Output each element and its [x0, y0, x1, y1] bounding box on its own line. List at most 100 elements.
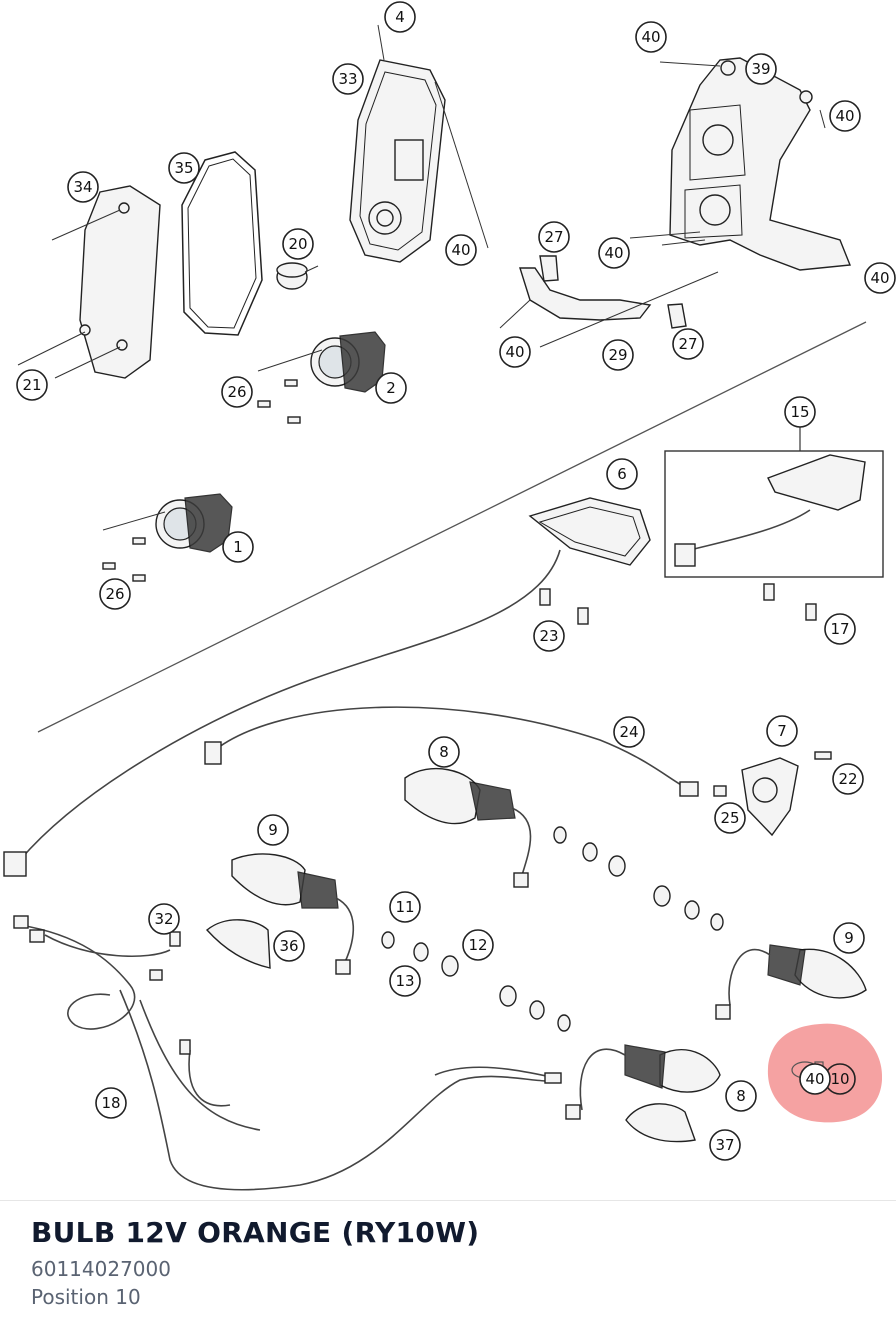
callout-23: 23	[533, 620, 565, 652]
callout-8: 8	[428, 736, 460, 768]
callout-13: 13	[389, 965, 421, 997]
callout-label: 8	[439, 743, 449, 761]
callout-label: 7	[777, 722, 787, 740]
callout-22: 22	[832, 763, 864, 795]
part-position: Position 10	[31, 1285, 141, 1309]
led-headlight-module-upper	[257, 331, 386, 424]
callout-label: 40	[451, 241, 470, 259]
callout-label: 6	[617, 465, 627, 483]
gasket-part	[181, 151, 263, 336]
callout-label: 12	[468, 936, 487, 954]
callout-39: 39	[745, 53, 777, 85]
diagram-divider-line	[37, 321, 867, 733]
adjuster-knob-part	[276, 262, 319, 290]
callout-26: 26	[221, 376, 253, 408]
indicator-lens-part	[205, 919, 271, 969]
part-info-panel	[0, 1200, 896, 1336]
indicator-lens-lower-part	[625, 1103, 696, 1143]
callout-20: 20	[282, 228, 314, 260]
callout-1: 1	[222, 531, 254, 563]
callout-21: 21	[16, 369, 48, 401]
callout-label: 13	[395, 972, 414, 990]
lens-cover-part	[17, 185, 161, 379]
callout-label: 40	[505, 343, 524, 361]
callout-12: 12	[462, 929, 494, 961]
license-plate-light-inset	[664, 425, 884, 578]
callout-40: 40	[635, 21, 667, 53]
callout-40: 40	[445, 234, 477, 266]
callout-label: 15	[790, 403, 809, 421]
callout-7: 7	[766, 715, 798, 747]
callout-9: 9	[833, 922, 865, 954]
callout-18: 18	[95, 1087, 127, 1119]
callout-label: 36	[279, 937, 298, 955]
part-number: 60114027000	[31, 1257, 171, 1281]
headlight-housing-part	[349, 24, 489, 263]
callout-40: 40	[499, 336, 531, 368]
callout-8: 8	[725, 1080, 757, 1112]
callout-label: 4	[395, 8, 405, 26]
callout-label: 27	[544, 228, 563, 246]
callout-label: 34	[73, 178, 92, 196]
callout-label: 40	[805, 1070, 824, 1088]
callout-33: 33	[332, 63, 364, 95]
callout-34: 34	[67, 171, 99, 203]
part-title: BULB 12V ORANGE (RY10W)	[31, 1216, 480, 1249]
callout-11: 11	[389, 891, 421, 923]
sensor-cable-part	[204, 706, 699, 797]
screws-part	[539, 583, 817, 625]
callout-17: 17	[824, 613, 856, 645]
callout-15: 15	[784, 396, 816, 428]
callout-label: 1	[233, 538, 243, 556]
callout-29: 29	[602, 339, 634, 371]
callout-label: 39	[751, 60, 770, 78]
callout-36: 36	[273, 930, 305, 962]
callout-label: 25	[720, 809, 739, 827]
turn-indicator-front-right	[565, 1044, 721, 1120]
callout-40: 40	[864, 262, 896, 294]
callout-26: 26	[99, 578, 131, 610]
callout-40: 40	[799, 1063, 831, 1095]
callout-label: 22	[838, 770, 857, 788]
callout-label: 32	[154, 910, 173, 928]
led-headlight-module-lower	[102, 493, 233, 582]
callout-6: 6	[606, 458, 638, 490]
callout-40: 40	[598, 237, 630, 269]
callout-label: 9	[268, 821, 278, 839]
callout-label: 8	[736, 1087, 746, 1105]
callout-label: 9	[844, 929, 854, 947]
callout-label: 21	[22, 376, 41, 394]
callout-label: 27	[678, 335, 697, 353]
wiring-harness-part	[13, 915, 562, 1191]
callout-label: 35	[174, 159, 193, 177]
callout-32: 32	[148, 903, 180, 935]
callout-24: 24	[613, 716, 645, 748]
callout-label: 26	[227, 383, 246, 401]
callout-label: 40	[641, 28, 660, 46]
callout-label: 40	[870, 269, 889, 287]
callout-label: 40	[604, 244, 623, 262]
turn-indicator-rear-right	[715, 944, 867, 1020]
turn-indicator-rear-left	[231, 853, 355, 975]
headlight-frame-bracket-part	[659, 57, 851, 271]
callout-label: 10	[830, 1070, 849, 1088]
tail-light-part	[3, 497, 651, 877]
sensor-holder-part	[713, 751, 832, 837]
callout-4: 4	[384, 1, 416, 33]
callout-27: 27	[672, 328, 704, 360]
callout-label: 40	[835, 107, 854, 125]
washers-nuts-group	[381, 826, 724, 1032]
callout-35: 35	[168, 152, 200, 184]
callout-label: 11	[395, 898, 414, 916]
callout-27: 27	[538, 221, 570, 253]
callout-label: 24	[619, 723, 638, 741]
mounting-bracket-part	[499, 231, 719, 348]
callout-labels: 1246788991011121315171820212223242526262…	[16, 1, 896, 1161]
callout-label: 2	[386, 379, 396, 397]
callout-label: 23	[539, 627, 558, 645]
callout-label: 20	[288, 235, 307, 253]
callout-37: 37	[709, 1129, 741, 1161]
callout-25: 25	[714, 802, 746, 834]
callout-label: 18	[101, 1094, 120, 1112]
